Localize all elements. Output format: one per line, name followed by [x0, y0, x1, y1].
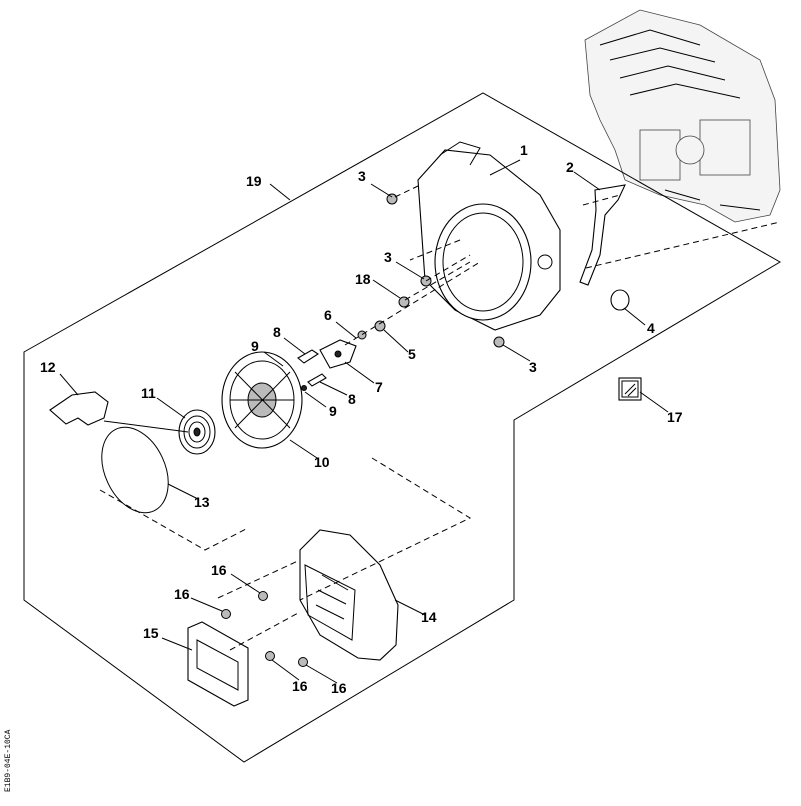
callout-9: 9	[251, 338, 259, 354]
ratchet-part	[297, 349, 320, 364]
cover-plate-part	[187, 621, 249, 707]
screws-16	[221, 591, 308, 667]
callout-16: 16	[174, 586, 190, 602]
callout-11: 11	[141, 385, 156, 401]
callout-5: 5	[408, 346, 416, 362]
engine-block-illustration	[584, 9, 781, 223]
callout-19: 19	[246, 173, 262, 189]
frame-outline	[23, 92, 781, 763]
callout-13: 13	[194, 494, 210, 510]
rope-part	[101, 426, 169, 514]
callout-18: 18	[355, 271, 371, 287]
callout-14: 14	[421, 609, 437, 625]
callout-16: 16	[211, 562, 227, 578]
callout-8: 8	[273, 324, 281, 340]
callout-6: 6	[324, 307, 332, 323]
starter-cover-part	[299, 529, 399, 661]
reel-part	[221, 351, 303, 449]
callout-3: 3	[384, 249, 392, 265]
callout-15: 15	[143, 625, 159, 641]
callout-3: 3	[358, 168, 366, 184]
callout-9: 9	[329, 403, 337, 419]
callout-2: 2	[566, 159, 574, 175]
callout-7: 7	[375, 379, 383, 395]
callout-10: 10	[314, 454, 330, 470]
callout-1: 1	[520, 142, 528, 158]
assembly-guide-lines	[99, 185, 781, 651]
spring-part	[178, 409, 216, 455]
image-code: E1B9-04E-10CA	[4, 729, 13, 792]
guide-part	[579, 184, 626, 286]
warning-label-part	[618, 377, 642, 401]
callout-16: 16	[292, 678, 308, 694]
callout-4: 4	[647, 320, 655, 336]
callout-17: 17	[667, 409, 683, 425]
callout-12: 12	[40, 359, 56, 375]
leader-lines	[59, 159, 669, 684]
handle-part	[49, 391, 109, 426]
callout-3: 3	[529, 359, 537, 375]
callout-8: 8	[348, 391, 356, 407]
grommet-part	[610, 289, 630, 311]
fan-housing-part	[417, 141, 561, 331]
ratchet-part	[307, 373, 327, 387]
callout-16: 16	[331, 680, 347, 696]
